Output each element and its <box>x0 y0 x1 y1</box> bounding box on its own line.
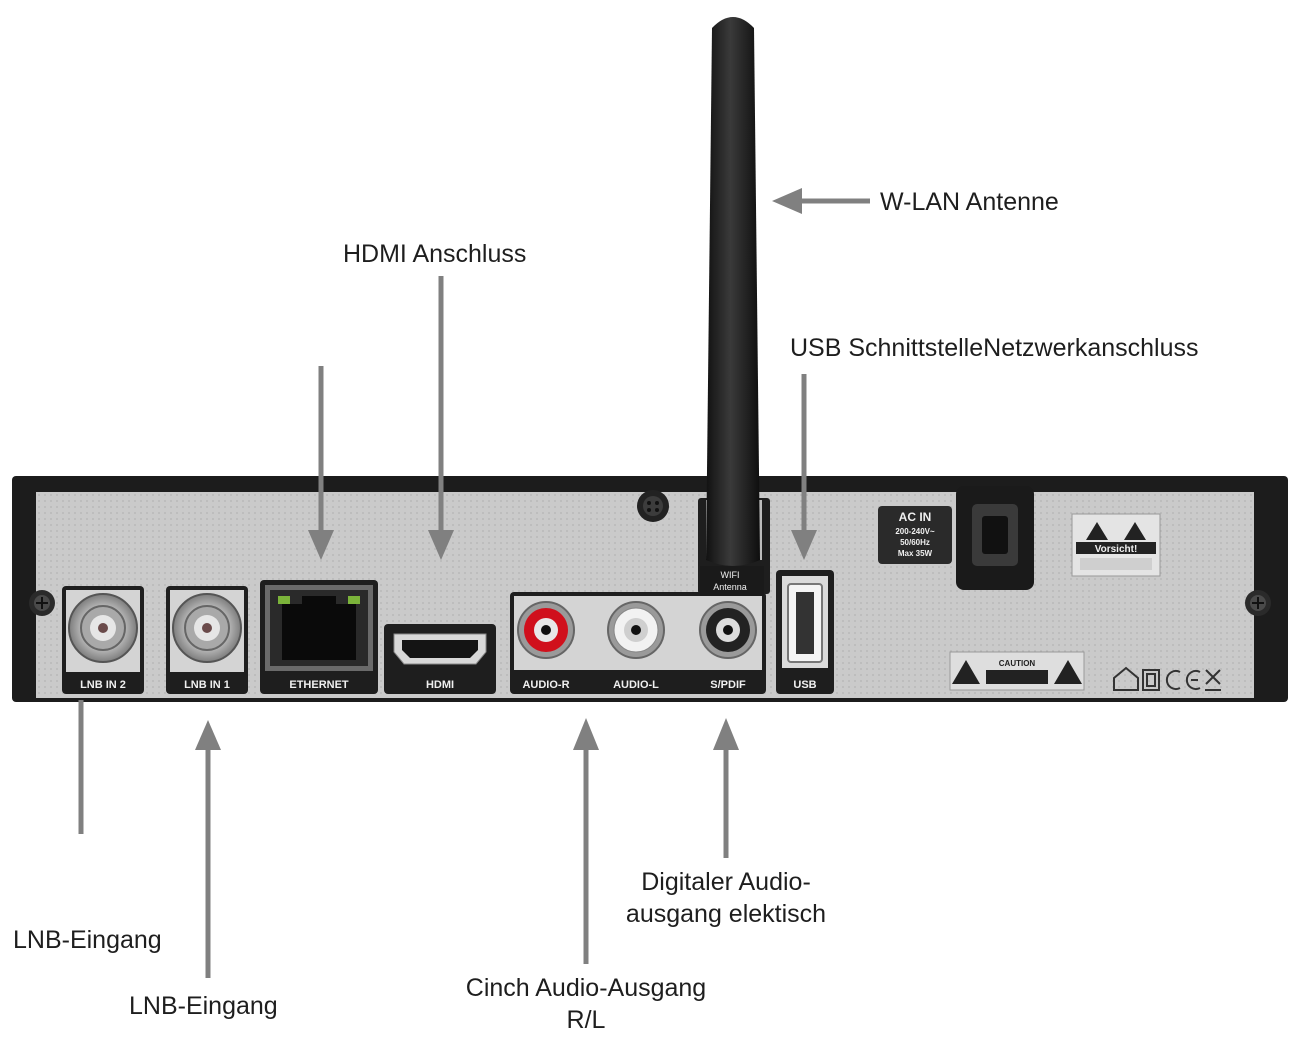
callout-lnb-eingang-2: LNB-Eingang <box>13 926 162 954</box>
ac-in-label: AC IN 200-240V~ 50/60Hz Max 35W <box>878 506 952 564</box>
callout-digital-audio: Digitaler Audio- ausgang elektisch <box>600 866 852 930</box>
label-lnb-in-2: LNB IN 2 <box>80 679 126 691</box>
callout-cinch-line1: Cinch Audio-Ausgang <box>465 974 707 1002</box>
label-wifi: WIFI <box>721 570 740 580</box>
svg-text:AC IN: AC IN <box>899 510 932 524</box>
spdif-jack <box>699 601 757 659</box>
wifi-antenna: WIFI Antenna <box>698 17 770 596</box>
callout-wlan-antenne: W-LAN Antenne <box>880 188 1059 216</box>
lnb-in-1-port: LNB IN 1 <box>166 586 248 694</box>
svg-text:CAUTION: CAUTION <box>999 659 1036 668</box>
callout-usb-schnittstelle: USB SchnittstelleNetzwerkanschluss <box>790 334 1199 362</box>
arrow-cinch <box>573 718 599 964</box>
callout-digital-line1: Digitaler Audio- <box>641 868 811 896</box>
arrow-digital <box>713 718 739 858</box>
label-usb: USB <box>793 679 816 691</box>
label-audio-r: AUDIO-R <box>522 679 569 691</box>
callout-lnb-eingang-1: LNB-Eingang <box>129 992 278 1020</box>
label-audio-l: AUDIO-L <box>613 679 659 691</box>
lnb-in-2-port: LNB IN 2 <box>62 586 144 694</box>
label-hdmi: HDMI <box>426 679 454 691</box>
svg-text:50/60Hz: 50/60Hz <box>900 538 930 547</box>
label-spdif: S/PDIF <box>710 679 746 691</box>
screw-right <box>1245 590 1271 616</box>
svg-text:Vorsicht!: Vorsicht! <box>1095 544 1138 555</box>
audio-r-jack <box>517 601 575 659</box>
audio-port-block: AUDIO-R AUDIO-L S/PDIF <box>510 592 766 694</box>
hdmi-port: HDMI <box>384 624 496 694</box>
arrow-wlan <box>772 188 870 214</box>
warning-sticker: Vorsicht! <box>1071 513 1161 577</box>
label-wifi-antenna: Antenna <box>713 582 747 592</box>
certification-marks <box>1113 666 1221 691</box>
screw-left <box>29 590 55 616</box>
power-cord-socket <box>956 486 1034 590</box>
svg-text:Max 35W: Max 35W <box>898 549 933 558</box>
callout-digital-line2: ausgang elektisch <box>625 900 827 928</box>
callout-cinch-line2: R/L <box>566 1006 606 1034</box>
caution-sticker: CAUTION <box>949 651 1085 691</box>
arrow-hdmi <box>428 276 454 560</box>
callout-hdmi-anschluss: HDMI Anschluss <box>343 240 527 268</box>
label-ethernet: ETHERNET <box>289 679 349 691</box>
usb-port: USB <box>776 570 834 694</box>
screw-center <box>637 490 669 522</box>
callout-cinch-audio: Cinch Audio-Ausgang R/L <box>450 972 722 1036</box>
arrow-usb <box>791 374 817 560</box>
label-lnb-in-1: LNB IN 1 <box>184 679 230 691</box>
svg-text:200-240V~: 200-240V~ <box>895 527 935 536</box>
ethernet-port: ETHERNET <box>260 580 378 694</box>
arrow-lnb-1 <box>195 720 221 978</box>
callout-arrows <box>78 188 870 978</box>
audio-l-jack <box>607 601 665 659</box>
arrow-ethernet <box>308 366 334 560</box>
